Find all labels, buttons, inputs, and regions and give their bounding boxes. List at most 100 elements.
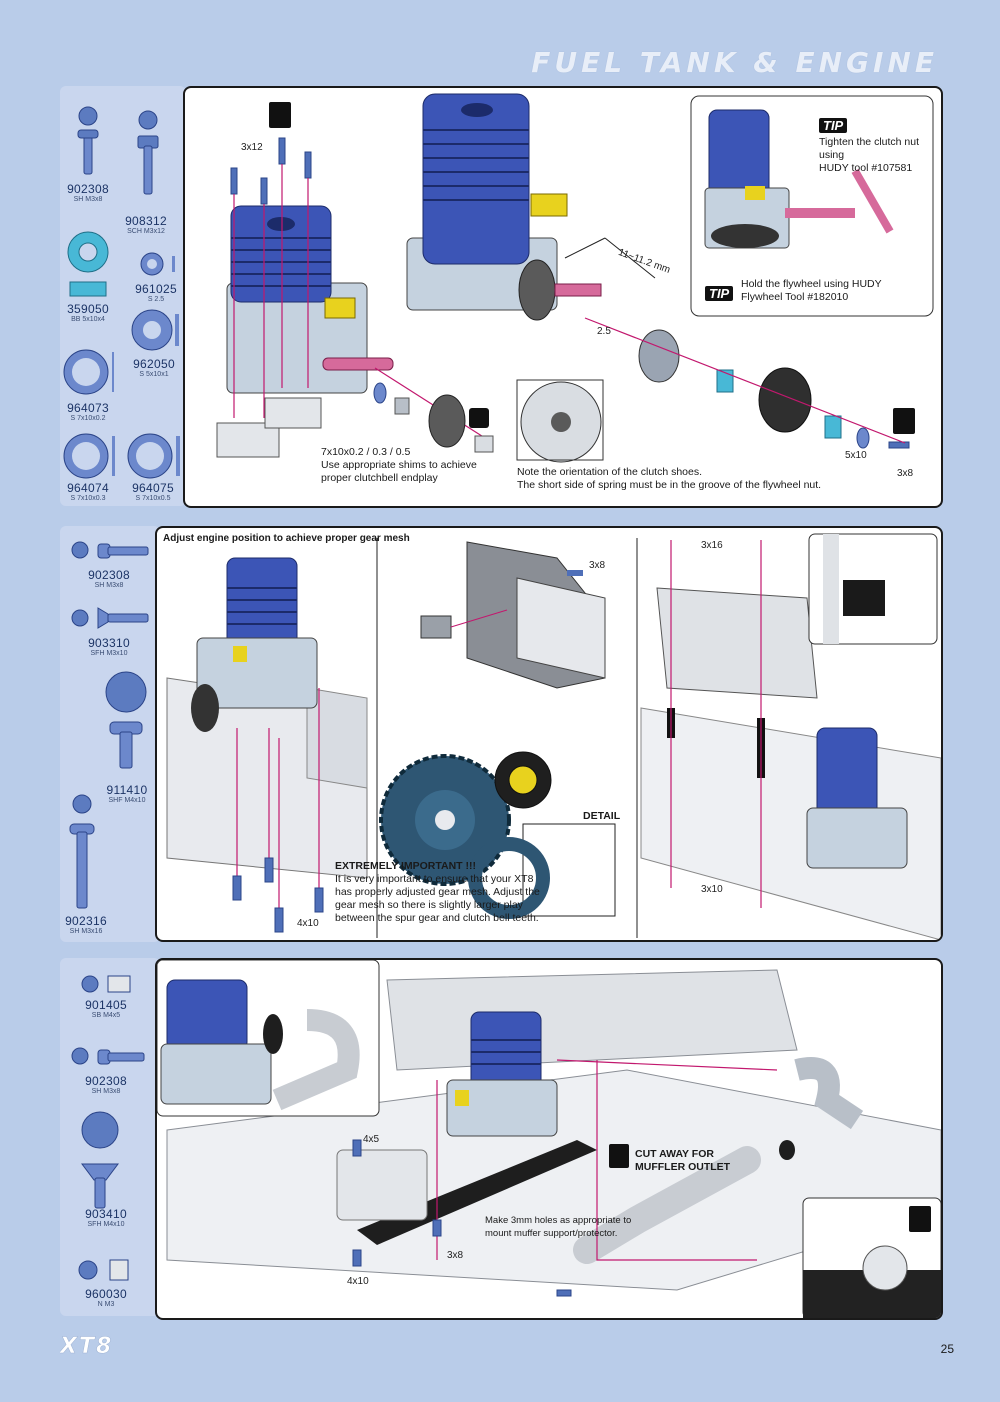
part-desc: SH M3x8 [73, 196, 103, 203]
tip-line: HUDY tool #107581 [819, 162, 913, 174]
part-desc: S 7x10x0.5 [135, 495, 171, 502]
part-code: 903410 [85, 1207, 127, 1221]
screw-head-icon [105, 671, 147, 713]
screw-size-label: 3x8 [447, 1250, 464, 1261]
tool-icon [609, 1144, 629, 1168]
part-code: 902308 [88, 568, 130, 582]
part-code: 964073 [67, 401, 109, 415]
part-359050: 359050 BB 5x10x4 [60, 302, 116, 323]
clutch-note-line: The short side of spring must be in the … [517, 479, 822, 491]
screw-icon [432, 1219, 442, 1237]
screw-icon [567, 570, 583, 576]
step-panel-engine-assembly: 3x12 11~11.2 mm 2.5 5x10 3x8 7x10x0.2 / … [183, 86, 943, 508]
screw-head-icon [72, 794, 92, 814]
part-desc: SFH M4x10 [87, 1221, 125, 1228]
tip-badge: TIP [819, 118, 848, 133]
gear-mesh-heading: Adjust engine position to achieve proper… [163, 533, 410, 544]
screw-size-label: 4x10 [297, 918, 319, 929]
parts-icons-1 [63, 106, 180, 479]
clutch-note: Note the orientation of the clutch shoes… [517, 466, 821, 492]
tool-icon [269, 102, 291, 128]
shim-size-label: 2.5 [597, 326, 611, 337]
part-911410: 911410 SHF M4x10 [94, 783, 160, 804]
shims-note-line: Use appropriate shims to achieve [321, 459, 477, 471]
exhaust-manifold-icon [794, 1057, 864, 1130]
part-903310: 903310 SFH M3x10 [74, 636, 144, 657]
clutch-note-line: Note the orientation of the clutch shoes… [517, 466, 703, 478]
screw-icon [107, 975, 131, 993]
important-line: gear mesh so there is slightly larger pl… [335, 899, 523, 911]
xt8-logo: XT8 [60, 1334, 113, 1356]
bearing-icon [716, 369, 734, 393]
chassis-right-icon [640, 587, 941, 940]
part-964075: 964075 S 7x10x0.5 [122, 481, 184, 502]
part-code: 902308 [85, 1074, 127, 1088]
screw-head-icon [71, 541, 89, 559]
shims-note: 7x10x0.2 / 0.3 / 0.5 Use appropriate shi… [321, 446, 477, 485]
part-code: 960030 [85, 1287, 127, 1301]
important-note: EXTREMELY IMPORTANT !!! It is very impor… [335, 860, 540, 925]
screw-size-label: 3x16 [701, 540, 723, 551]
part-code: 961025 [135, 282, 177, 296]
screw-size-label: 3x8 [897, 468, 914, 479]
part-desc: S 7x10x0.3 [70, 495, 106, 502]
shims-note-line: proper clutchbell endplay [321, 472, 438, 484]
part-code: 908312 [125, 214, 167, 228]
screw-icon [81, 1163, 119, 1181]
engine-center-icon [406, 93, 602, 321]
screw-size-label: 4x5 [363, 1134, 380, 1145]
part-964073: 964073 S 7x10x0.2 [58, 401, 118, 422]
screw-icon [352, 1139, 362, 1157]
tip2-note: Hold the flywheel using HUDY Flywheel To… [741, 278, 882, 304]
cutaway-line: MUFFLER OUTLET [635, 1161, 731, 1173]
part-code: 902308 [67, 182, 109, 196]
part-964074: 964074 S 7x10x0.3 [58, 481, 118, 502]
tip-line: Flywheel Tool #182010 [741, 291, 849, 303]
part-901405: 901405 SB M4x5 [72, 998, 140, 1019]
part-code: 964074 [67, 481, 109, 495]
screw-icon [83, 133, 93, 175]
tip1-note: Tighten the clutch nut using HUDY tool #… [819, 136, 941, 175]
part-desc: SH M3x16 [69, 928, 103, 935]
important-line: It is very important to ensure that your… [335, 873, 534, 885]
shim-icon [856, 427, 870, 449]
clutch-icon [638, 329, 680, 383]
part-960030: 960030 N M3 [72, 1287, 140, 1308]
important-title: EXTREMELY IMPORTANT !!! [335, 860, 476, 872]
screw-icon [556, 1289, 572, 1297]
part-code: 964075 [132, 481, 174, 495]
screw-head-icon [71, 609, 89, 627]
screw-head-icon [138, 110, 158, 130]
page-number: 25 [940, 1342, 954, 1356]
part-code: 902316 [65, 914, 107, 928]
part-desc: SCH M3x12 [127, 228, 165, 235]
part-902316: 902316 SH M3x16 [54, 914, 118, 935]
tip-badge: TIP [705, 286, 734, 301]
step-panel-gear-mesh: Adjust engine position to achieve proper… [155, 526, 943, 942]
part-902308: 902308 SH M3x8 [72, 1074, 140, 1095]
chassis-icon [166, 1069, 941, 1291]
collet-icon [394, 397, 410, 415]
screw-head-icon [81, 975, 99, 993]
part-code: 962050 [133, 357, 175, 371]
part-desc: SB M4x5 [91, 1012, 121, 1019]
part-desc: SH M3x8 [94, 582, 124, 589]
bearing-size-label: 5x10 [845, 450, 867, 461]
screw-icon [352, 1249, 362, 1267]
screw-size-label: 3x12 [241, 142, 263, 153]
nut-icon [109, 1259, 129, 1281]
bearing-icon [824, 415, 842, 439]
flywheel-nut-icon [474, 435, 494, 453]
screw-size-label: 3x8 [589, 560, 606, 571]
important-line: between the spur gear and clutch bell te… [335, 912, 539, 924]
screw-icon [888, 441, 910, 449]
screw-size-label: 3x10 [701, 884, 723, 895]
tip-line: Tighten the clutch nut using [819, 136, 920, 161]
tool-icon [469, 408, 489, 428]
screw-head-icon [81, 1111, 119, 1149]
important-line: has properly adjusted gear mesh. Adjust … [335, 886, 540, 898]
engine-assembly-illustration [216, 93, 934, 463]
clutch-tool-icon [851, 168, 894, 234]
part-desc: SH M3x8 [91, 1088, 121, 1095]
svg-text:XT8: XT8 [60, 1334, 113, 1356]
